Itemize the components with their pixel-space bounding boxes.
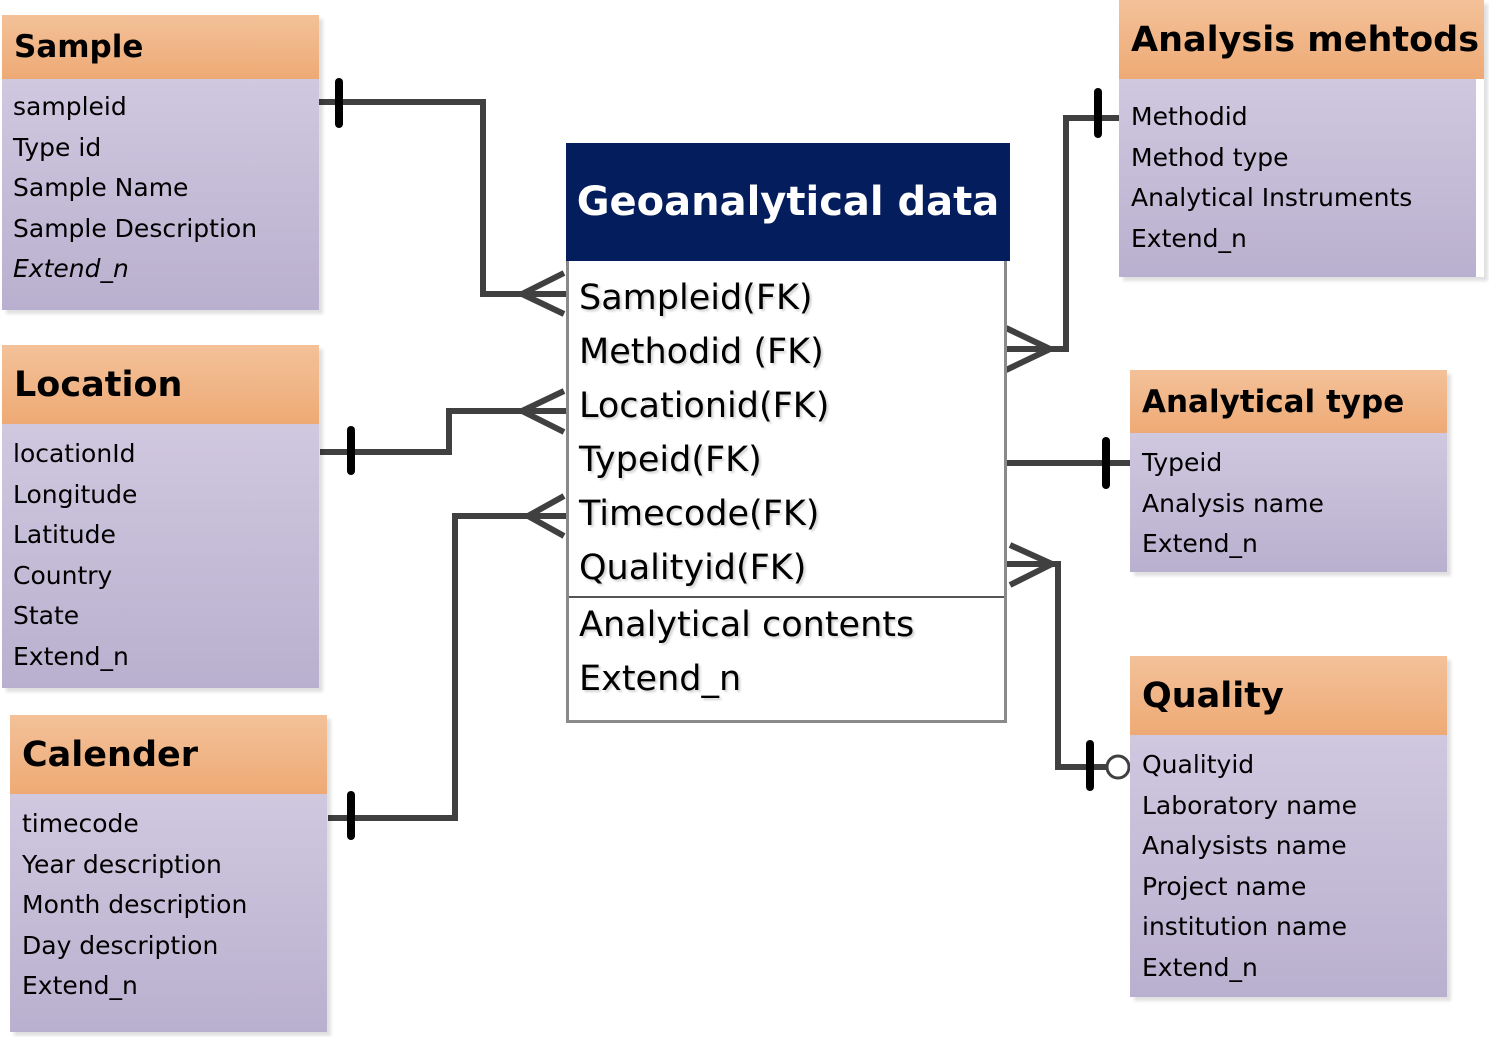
entity-title: Analysis mehtods (1131, 19, 1480, 60)
foreign-key-list: Sampleid(FK) Methodid (FK) Locationid(FK… (579, 261, 1004, 595)
entity-field: Type id (13, 132, 102, 162)
entity-body: locationId Longitude Latitude Country St… (2, 424, 319, 688)
central-header: Geoanalytical data (566, 143, 1010, 261)
entity-field: locationId (13, 439, 136, 468)
entity-field: Extend_n (13, 641, 129, 671)
crows-foot-icon (520, 388, 566, 435)
connector-quality (1006, 542, 1131, 791)
entity-field: Day description (22, 930, 219, 960)
entity-location[interactable]: Location locationId Longitude Latitude C… (2, 345, 319, 688)
entity-field: sampleid (13, 92, 127, 121)
crows-foot-icon (1008, 542, 1054, 588)
entity-header: Quality (1130, 656, 1447, 735)
entity-quality[interactable]: Quality Qualityid Laboratory name Analys… (1130, 656, 1447, 997)
central-title: Geoanalytical data (576, 179, 1000, 225)
entity-body: Qualityid Laboratory name Analysists nam… (1130, 735, 1447, 997)
fk-field: Sampleid(FK) (579, 278, 813, 318)
fk-field: Methodid (FK) (579, 332, 824, 372)
entity-analysis-methods[interactable]: Analysis mehtods Methodid Method type An… (1119, 0, 1484, 277)
entity-field: Longitude (13, 479, 138, 509)
fk-field: Qualityid(FK) (579, 548, 807, 588)
entity-field: Sample Description (13, 213, 258, 243)
entity-header: Sample (2, 15, 319, 79)
entity-field: Analysis name (1142, 488, 1324, 518)
entity-field: Extend_n (1142, 952, 1258, 982)
section-divider (569, 596, 1004, 598)
entity-calender[interactable]: Calender timecode Year description Month… (10, 715, 327, 1032)
entity-title: Calender (22, 734, 199, 775)
entity-body: timecode Year description Month descript… (10, 794, 327, 1032)
entity-field: timecode (22, 809, 139, 838)
attribute-field: Extend_n (579, 659, 742, 699)
entity-field: Sample Name (13, 173, 189, 202)
fk-field: Timecode(FK) (579, 494, 820, 534)
entity-field: Country (13, 560, 113, 590)
entity-field: Extend_n (22, 971, 138, 1000)
entity-field: Extend_n (1131, 223, 1247, 253)
entity-body: Typeid Analysis name Extend_n (1130, 433, 1447, 572)
entity-body: sampleid Type id Sample Name Sample Desc… (2, 79, 319, 310)
entity-sample[interactable]: Sample sampleid Type id Sample Name Samp… (2, 15, 319, 310)
connector-analytical-type (1006, 437, 1132, 489)
entity-field: Month description (22, 890, 248, 919)
entity-field: Analytical Instruments (1131, 183, 1413, 212)
entity-field: Typeid (1142, 448, 1223, 477)
entity-field: Extend_n (13, 254, 129, 283)
fk-field: Locationid(FK) (579, 386, 830, 426)
entity-field: Laboratory name (1142, 790, 1358, 820)
entity-field: institution name (1142, 912, 1347, 941)
entity-body: Methodid Method type Analytical Instrume… (1119, 79, 1476, 277)
entity-header: Location (2, 345, 319, 424)
central-body: Sampleid(FK) Methodid (FK) Locationid(FK… (566, 261, 1007, 723)
entity-header: Analytical type (1130, 370, 1447, 433)
entity-field: Qualityid (1142, 750, 1255, 779)
entity-title: Location (14, 364, 183, 405)
entity-title: Sample (14, 29, 144, 65)
crows-foot-icon (1004, 325, 1052, 373)
zero-mark-icon (1105, 754, 1131, 780)
entity-geoanalytical-data[interactable]: Geoanalytical data Sampleid(FK) Methodid… (566, 143, 1010, 723)
connector-calender (328, 493, 566, 840)
entity-field: Project name (1142, 871, 1307, 901)
entity-analytical-type[interactable]: Analytical type Typeid Analysis name Ext… (1130, 370, 1447, 572)
entity-field: State (13, 601, 80, 630)
entity-field: Latitude (13, 520, 116, 549)
crows-foot-icon (520, 270, 566, 317)
entity-title: Analytical type (1142, 383, 1405, 420)
entity-field: Extend_n (1142, 529, 1258, 558)
connector-analysis-methods (1004, 88, 1120, 373)
crows-foot-icon (526, 493, 566, 539)
entity-header: Calender (10, 715, 327, 794)
fk-field: Typeid(FK) (579, 440, 762, 480)
entity-field: Method type (1131, 142, 1289, 172)
connector-sample (318, 78, 566, 317)
connector-location (320, 388, 566, 475)
entity-field: Methodid (1131, 102, 1248, 131)
entity-header: Analysis mehtods (1119, 0, 1484, 79)
entity-field: Year description (22, 849, 222, 879)
entity-title: Quality (1142, 675, 1284, 716)
entity-field: Analysists name (1142, 831, 1347, 860)
attribute-field: Analytical contents (579, 605, 915, 645)
